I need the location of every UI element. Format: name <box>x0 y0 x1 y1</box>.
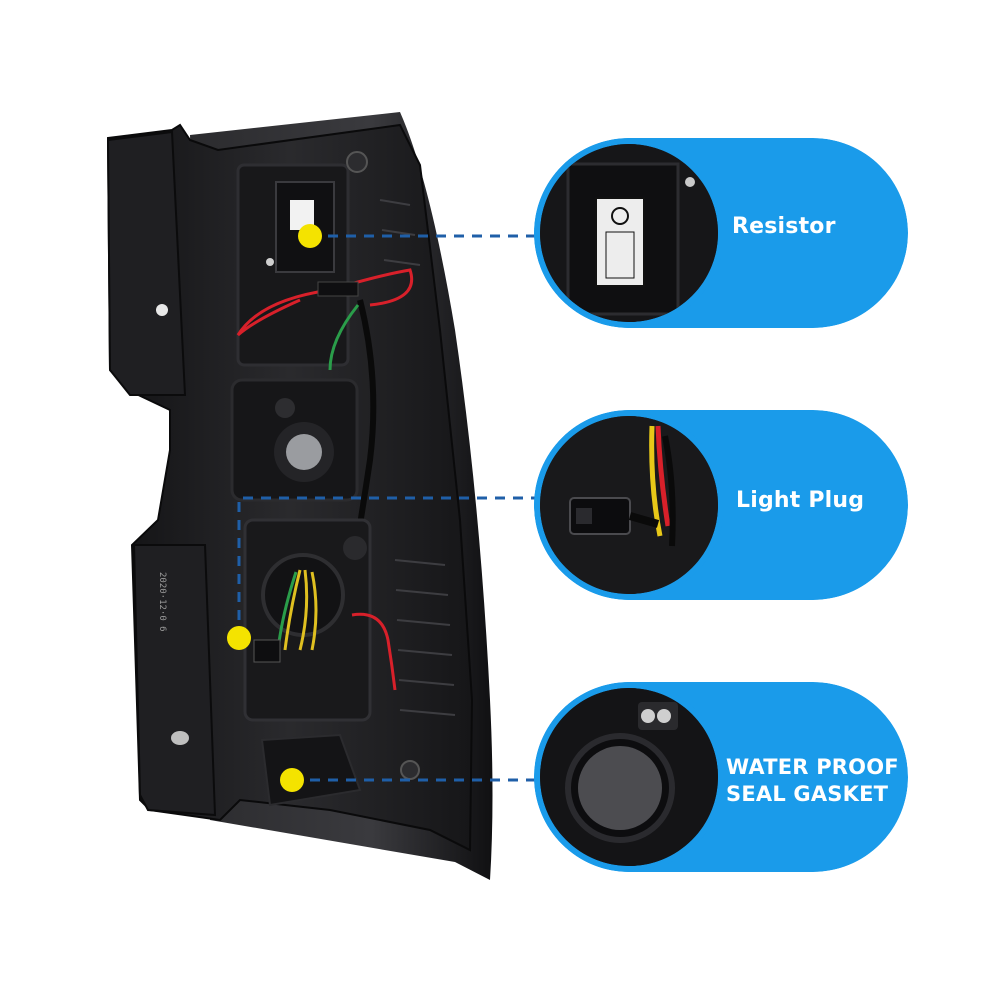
lower-socket-ring <box>261 553 345 637</box>
side-red-wire <box>351 612 397 691</box>
gasket-label-line-2: SEAL GASKET <box>726 782 889 806</box>
light-plug-label: Light Plug <box>736 488 865 513</box>
bottom-clip <box>400 760 420 780</box>
lower-mount-hole <box>171 731 189 745</box>
leader-lines <box>237 234 542 782</box>
light-plug-zoom-art <box>540 416 718 594</box>
wire-connector <box>317 281 359 297</box>
light-plug-connector <box>253 639 281 663</box>
upper-mount-flange <box>106 130 187 396</box>
gasket-callout: WATER PROOF SEAL GASKET <box>534 682 908 872</box>
lower-wire-bundle <box>283 569 318 651</box>
resistor-marker-dot <box>298 224 322 248</box>
gasket-label-line-1: WATER PROOF <box>726 755 899 779</box>
lens-ribs <box>379 199 456 716</box>
lower-mount-flange <box>132 544 217 817</box>
light-plug-zoom-image <box>534 410 724 600</box>
housing-date-stamp: 2020·12·0 6 <box>157 572 167 632</box>
resistor-screw <box>266 258 274 266</box>
top-clip <box>346 151 368 173</box>
middle-gasket-plug <box>286 434 322 470</box>
gasket-zoom-image <box>534 682 724 872</box>
resistor-label: Resistor <box>732 214 836 239</box>
light-plug-marker-dot <box>227 626 251 650</box>
light-plug-leader <box>237 496 540 620</box>
gasket-zoom-art <box>540 688 718 866</box>
resistor-zoom-image <box>534 138 724 328</box>
gasket-marker-dot <box>280 768 304 792</box>
harness-branch <box>328 304 360 371</box>
lower-bulb-port <box>343 536 367 560</box>
gasket-label: WATER PROOF SEAL GASKET <box>726 754 899 808</box>
resistor-callout: Resistor <box>534 138 908 328</box>
upper-mount-hole <box>156 304 168 316</box>
light-plug-callout: Light Plug <box>534 410 908 600</box>
middle-bulb-port <box>275 398 295 418</box>
resistor-zoom-art <box>540 144 718 322</box>
